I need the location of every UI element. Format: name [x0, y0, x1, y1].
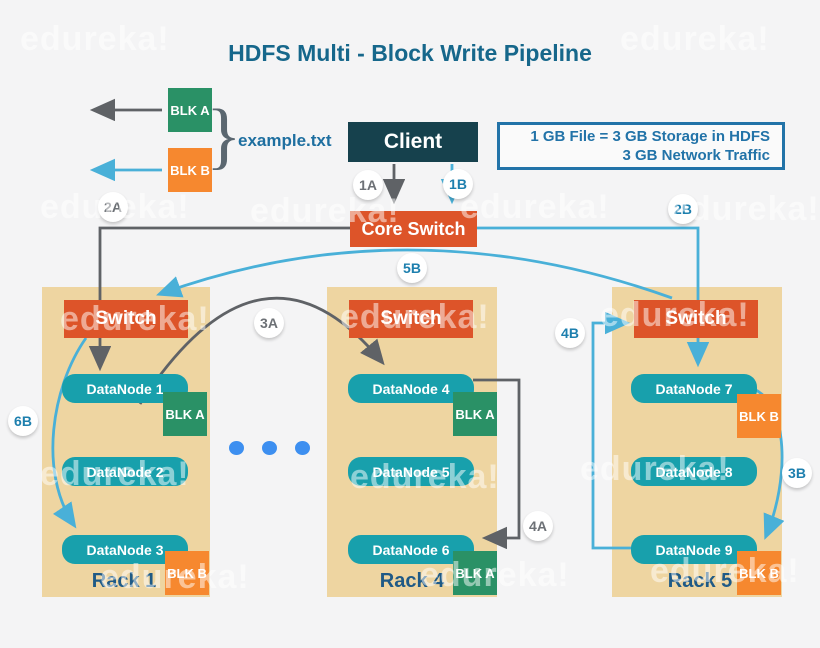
step-label-2a: 2A [98, 192, 128, 222]
rack5-switch: Switch [634, 300, 758, 338]
rack1-label: Rack 1 [91, 570, 157, 592]
storage-info-line2: 3 GB Network Traffic [622, 147, 770, 164]
source-block-b: BLK B [168, 148, 212, 192]
filename-label: example.txt [238, 131, 332, 150]
client-node: Client [348, 122, 478, 162]
datanode-8: DataNode 8 [631, 457, 757, 486]
file-brace: } [206, 95, 242, 177]
datanode-7: DataNode 7 [631, 374, 757, 403]
datanode-4: DataNode 4 [348, 374, 474, 403]
step-label-4a: 4A [523, 511, 553, 541]
ellipsis-dot [229, 441, 244, 455]
step-label-6b: 6B [8, 406, 38, 436]
rack1-switch: Switch [64, 300, 188, 338]
step-label-1a: 1A [353, 170, 383, 200]
arrow-5b-rack5-switch-to-rack1-switch [156, 248, 673, 300]
datanode7-block-b-badge: BLK B [737, 394, 781, 438]
step-label-3a: 3A [254, 308, 284, 338]
storage-info-line1: 1 GB File = 3 GB Storage in HDFS [530, 128, 770, 145]
datanode1-block-a-badge: BLK A [163, 392, 207, 436]
rack4-switch: Switch [349, 300, 473, 338]
step-label-3b: 3B [782, 458, 812, 488]
rack4-label: Rack 4 [379, 570, 445, 592]
datanode4-block-a-badge: BLK A [453, 392, 497, 436]
datanode9-block-b-badge: BLK B [737, 551, 781, 595]
datanode-6: DataNode 6 [348, 535, 474, 564]
core-switch-node: Core Switch [350, 211, 477, 247]
datanode-5: DataNode 5 [348, 457, 474, 486]
ellipsis-dot [295, 441, 310, 455]
step-label-1b: 1B [443, 169, 473, 199]
arrow-6b-rack1-switch-to-datanode3 [51, 337, 88, 529]
ellipsis-dot [262, 441, 277, 455]
datanode-2: DataNode 2 [62, 457, 188, 486]
arrow-2a-core-to-datanode1 [88, 226, 350, 372]
source-block-a: BLK A [168, 88, 212, 132]
arrow-4b-datanode9-to-rack5-switch [591, 311, 632, 550]
datanode6-block-a-badge: BLK A [453, 551, 497, 595]
step-label-2b: 2B [668, 194, 698, 224]
datanode-9: DataNode 9 [631, 535, 757, 564]
rack5-label: Rack 5 [667, 570, 733, 592]
step-label-4b: 4B [555, 318, 585, 348]
step-label-5b: 5B [397, 253, 427, 283]
arrow-4a-datanode4-to-datanode6 [473, 378, 521, 550]
page-title: HDFS Multi - Block Write Pipeline [228, 40, 592, 66]
datanode3-block-b-badge: BLK B [165, 551, 209, 595]
storage-info-box: 1 GB File = 3 GB Storage in HDFS 3 GB Ne… [497, 122, 785, 170]
